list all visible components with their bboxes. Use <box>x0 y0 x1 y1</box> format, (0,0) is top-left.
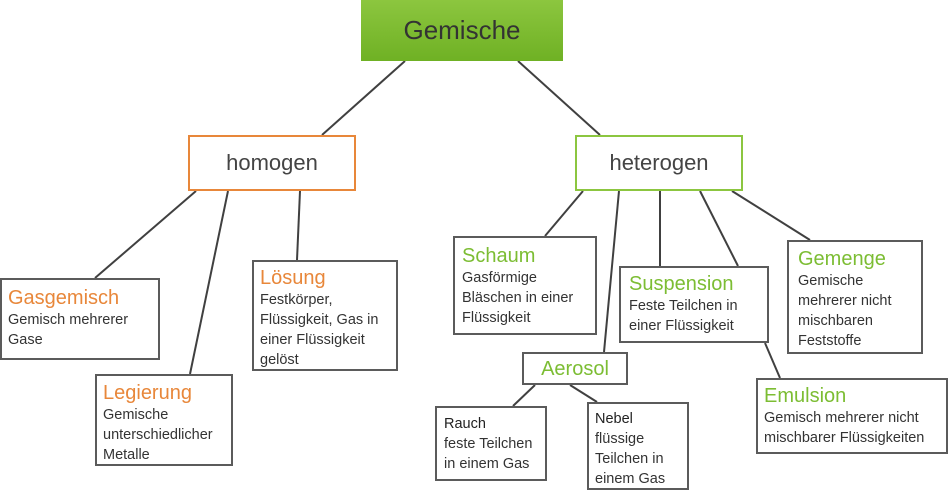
suspension-desc: Feste Teilchen in einer Flüssigkeit <box>629 298 738 334</box>
line-heterogen-aerosol <box>603 190 620 353</box>
homogen-label: homogen <box>226 150 318 175</box>
gasgemisch-node: Gasgemisch Gemisch mehrerer Gase <box>0 278 160 360</box>
aerosol-node: Aerosol <box>522 352 628 385</box>
loesung-desc: Festkörper, Flüssigkeit, Gas in einer Fl… <box>260 292 379 368</box>
nebel-node: Nebel flüssige Teilchen in einem Gas <box>587 402 689 490</box>
line-root-homogen <box>321 60 406 136</box>
legierung-title: Legierung <box>103 382 192 404</box>
gasgemisch-title: Gasgemisch <box>8 287 120 309</box>
line-heterogen-gemenge <box>731 190 811 241</box>
legierung-node: Legierung Gemische unterschiedlicher Met… <box>95 374 233 466</box>
aerosol-title: Aerosol <box>541 357 609 380</box>
nebel-title: Nebel <box>595 411 633 427</box>
schaum-title: Schaum <box>462 245 536 267</box>
emulsion-title: Emulsion <box>764 385 847 407</box>
nebel-desc: flüssige Teilchen in einem Gas <box>595 431 666 487</box>
line-heterogen-emulsion <box>699 190 739 267</box>
line-suspension-emulsion <box>764 342 781 379</box>
line-root-heterogen <box>517 60 601 136</box>
suspension-node: Suspension Feste Teilchen in einer Flüss… <box>619 266 769 343</box>
emulsion-desc: Gemisch mehrerer nicht mischbarer Flüssi… <box>764 410 925 446</box>
schaum-desc: Gasförmige Bläschen in einer Flüssigkeit <box>462 270 574 326</box>
schaum-node: Schaum Gasförmige Bläschen in einer Flüs… <box>453 236 597 335</box>
line-heterogen-schaum <box>544 190 584 237</box>
gemenge-desc: Gemische mehrerer nicht mischbaren Fests… <box>798 273 892 349</box>
line-homogen-legierung <box>189 190 229 375</box>
line-aerosol-nebel <box>569 384 598 403</box>
loesung-title: Lösung <box>260 267 326 289</box>
root-label: Gemische <box>403 15 521 45</box>
heterogen-label: heterogen <box>609 150 709 175</box>
suspension-title: Suspension <box>629 273 734 295</box>
line-homogen-loesung <box>296 190 301 261</box>
gemenge-title: Gemenge <box>798 248 886 270</box>
line-homogen-gasgemisch <box>94 190 197 279</box>
gasgemisch-desc: Gemisch mehrerer Gase <box>8 312 129 348</box>
homogen-node: homogen <box>188 135 356 191</box>
rauch-desc: feste Teilchen in einem Gas <box>444 436 533 472</box>
root-node: Gemische <box>361 0 563 61</box>
rauch-node: Rauch feste Teilchen in einem Gas <box>435 406 547 481</box>
emulsion-node: Emulsion Gemisch mehrerer nicht mischbar… <box>756 378 948 454</box>
heterogen-node: heterogen <box>575 135 743 191</box>
gemenge-node: Gemenge Gemische mehrerer nicht mischbar… <box>787 240 923 354</box>
loesung-node: Lösung Festkörper, Flüssigkeit, Gas in e… <box>252 260 398 371</box>
legierung-desc: Gemische unterschiedlicher Metalle <box>103 407 213 463</box>
rauch-title: Rauch <box>444 416 486 432</box>
line-aerosol-rauch <box>512 384 536 407</box>
